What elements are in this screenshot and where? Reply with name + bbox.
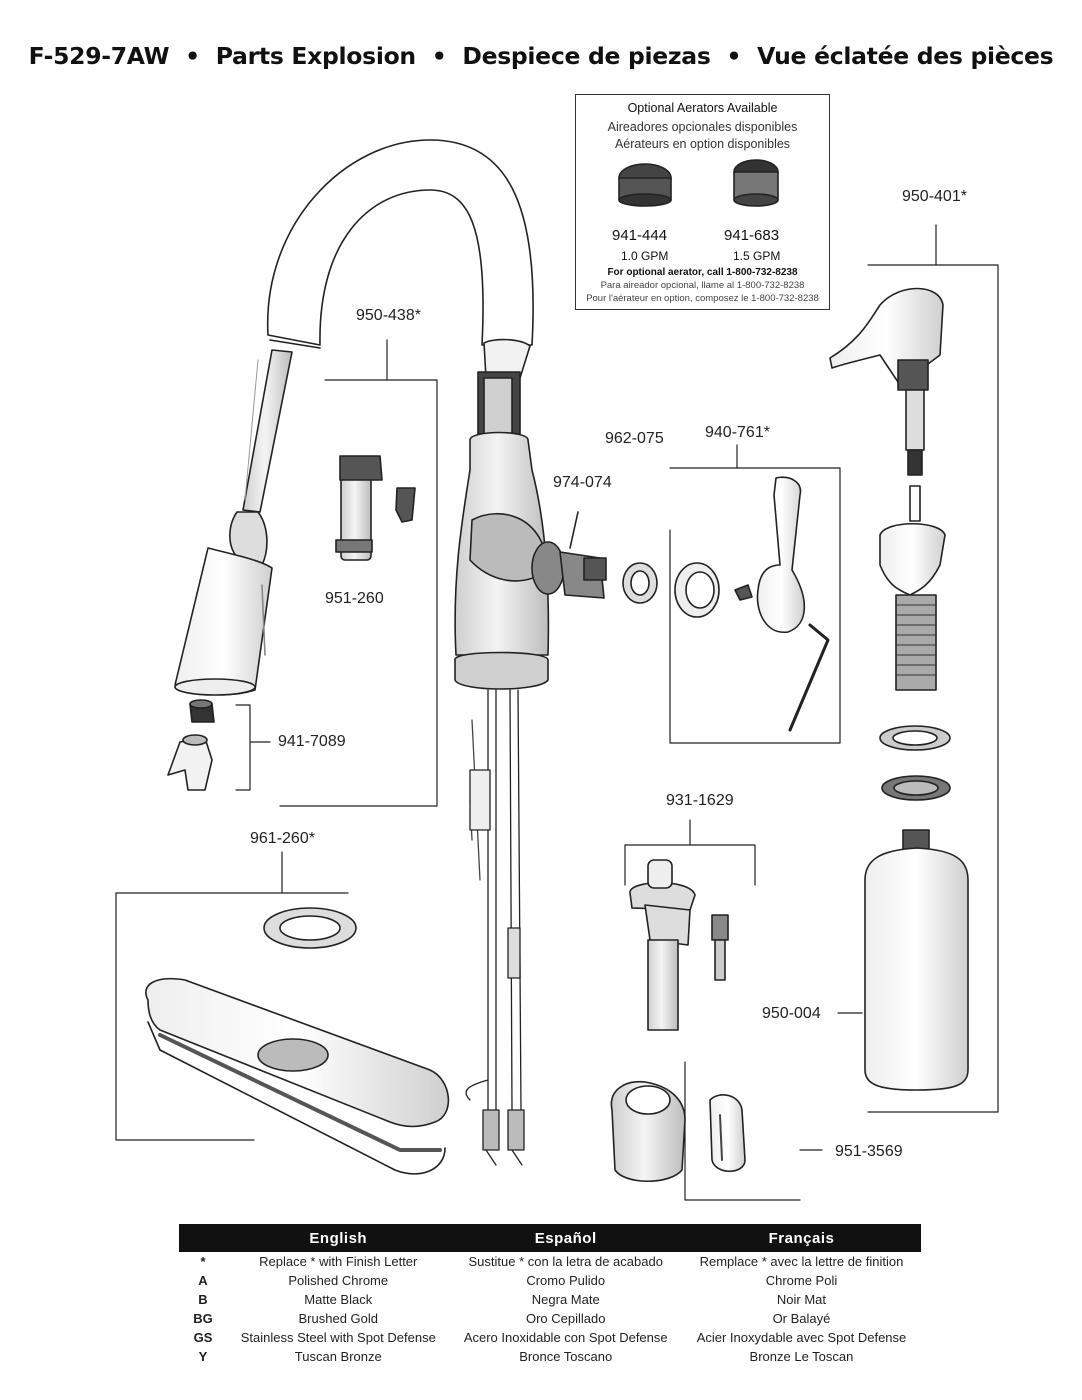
aerators-call-en: For optional aerator, call 1-800-732-823… xyxy=(607,267,798,278)
page-title: F-529-7AW • Parts Explosion • Despiece d… xyxy=(0,42,1082,70)
part-label: 950-004 xyxy=(762,1005,821,1022)
table-row: BG Brushed Gold Oro Cepillado Or Balayé xyxy=(179,1309,921,1328)
part-label: 974-074 xyxy=(553,474,612,491)
legend-header-english: English xyxy=(227,1224,450,1252)
finish-english: Tuscan Bronze xyxy=(294,1349,382,1364)
bracket-950-438 xyxy=(279,339,438,807)
part-label: 931-1629 xyxy=(666,792,734,809)
part-label: 940-761* xyxy=(705,424,770,441)
soap-dispenser-950-401 xyxy=(829,224,999,1113)
part-label: 961-260* xyxy=(250,830,315,847)
aerators-heading-es: Aireadores opcionales disponibles xyxy=(607,120,798,134)
finish-french: Remplace * avec la lettre de finition xyxy=(699,1254,904,1269)
title-separator: • xyxy=(726,42,742,70)
supply-lines xyxy=(465,689,525,1166)
bracket-940-761 xyxy=(669,444,841,744)
table-row: * Replace * with Finish Letter Sustitue … xyxy=(179,1252,921,1271)
finish-english: Matte Black xyxy=(304,1292,373,1307)
table-row: A Polished Chrome Cromo Pulido Chrome Po… xyxy=(179,1271,921,1290)
finish-spanish: Cromo Pulido xyxy=(526,1273,606,1288)
title-separator: • xyxy=(431,42,447,70)
finish-english: Stainless Steel with Spot Defense xyxy=(240,1330,436,1345)
finish-english: Polished Chrome xyxy=(288,1273,389,1288)
clip-951-3569 xyxy=(610,1061,823,1201)
cartridge-951-260 xyxy=(335,455,416,561)
spray-head xyxy=(174,511,273,696)
aerator-part-number: 941-683 xyxy=(724,227,780,244)
finish-french: Chrome Poli xyxy=(765,1273,838,1288)
cartridge-974-074 xyxy=(559,511,607,599)
finish-french: Acier Inoxydable avec Spot Defense xyxy=(696,1330,907,1345)
parts-explosion-drawing xyxy=(115,139,999,1201)
aerator-flow-rate: 1.5 GPM xyxy=(733,249,781,263)
finish-spanish: Negra Mate xyxy=(531,1292,600,1307)
title-spanish: Despiece de piezas xyxy=(462,42,711,70)
finish-code: GS xyxy=(193,1330,213,1345)
finish-spanish: Bronce Toscano xyxy=(519,1349,613,1364)
aerators-heading-en: Optional Aerators Available xyxy=(627,101,778,115)
optional-aerators-panel: Optional Aerators Available Aireadores o… xyxy=(575,94,830,310)
aerators-call-es: Para aireador opcional, llame al 1-800-7… xyxy=(600,280,805,291)
finish-code: Y xyxy=(198,1349,208,1364)
faucet-body xyxy=(454,371,565,690)
table-row: B Matte Black Negra Mate Noir Mat xyxy=(179,1290,921,1309)
finish-code: B xyxy=(198,1292,208,1307)
title-french: Vue éclatée des pièces xyxy=(757,42,1054,70)
aerator-parts xyxy=(167,699,215,791)
bracket-941-7089 xyxy=(235,704,271,791)
finish-code: * xyxy=(200,1254,206,1269)
finish-english: Brushed Gold xyxy=(298,1311,379,1326)
title-english: Parts Explosion xyxy=(215,42,416,70)
table-row: Y Tuscan Bronze Bronce Toscano Bronze Le… xyxy=(179,1347,921,1366)
part-label: 950-438* xyxy=(356,307,421,324)
legend-header-blank xyxy=(179,1224,227,1252)
legend-header-spanish: Español xyxy=(449,1224,682,1252)
aerators-heading-fr: Aérateurs en option disponibles xyxy=(614,137,791,151)
aerator-icon-941-683 xyxy=(733,159,779,207)
handle-940-761 xyxy=(674,476,830,732)
table-row: GS Stainless Steel with Spot Defense Ace… xyxy=(179,1328,921,1347)
aerators-call-fr: Pour l'aérateur en option, composez le 1… xyxy=(586,293,819,304)
finish-french: Noir Mat xyxy=(776,1292,827,1307)
finish-legend-table: English Español Français * Replace * wit… xyxy=(179,1224,921,1366)
finish-spanish: Sustitue * con la letra de acabado xyxy=(468,1254,663,1269)
part-label: 962-075 xyxy=(605,430,664,447)
pulldown-hose xyxy=(242,349,293,513)
finish-spanish: Acero Inoxidable con Spot Defense xyxy=(463,1330,668,1345)
title-separator: • xyxy=(185,42,200,70)
aerator-flow-rate: 1.0 GPM xyxy=(621,249,669,263)
part-label: 950-401* xyxy=(902,188,967,205)
aerator-icon-941-444 xyxy=(618,163,672,207)
aerator-part-number: 941-444 xyxy=(612,227,668,244)
mounting-kit-931-1629 xyxy=(624,819,756,1031)
finish-english: Replace * with Finish Letter xyxy=(259,1254,418,1269)
legend-header-row: English Español Français xyxy=(179,1224,921,1252)
finish-french: Bronze Le Toscan xyxy=(749,1349,854,1364)
legend-header-french: Français xyxy=(681,1224,921,1252)
spout-gooseneck xyxy=(267,139,534,379)
part-label: 951-3569 xyxy=(835,1143,903,1160)
part-label: 941-7089 xyxy=(278,733,346,750)
finish-code: A xyxy=(198,1273,208,1288)
finish-spanish: Oro Cepillado xyxy=(525,1311,606,1326)
part-label: 951-260 xyxy=(325,590,384,607)
finish-french: Or Balayé xyxy=(772,1311,831,1326)
finish-code: BG xyxy=(193,1311,213,1326)
escutcheon-961-260 xyxy=(115,851,450,1175)
bonnet-nut-962-075 xyxy=(622,562,658,604)
model-number: F-529-7AW xyxy=(28,42,170,70)
